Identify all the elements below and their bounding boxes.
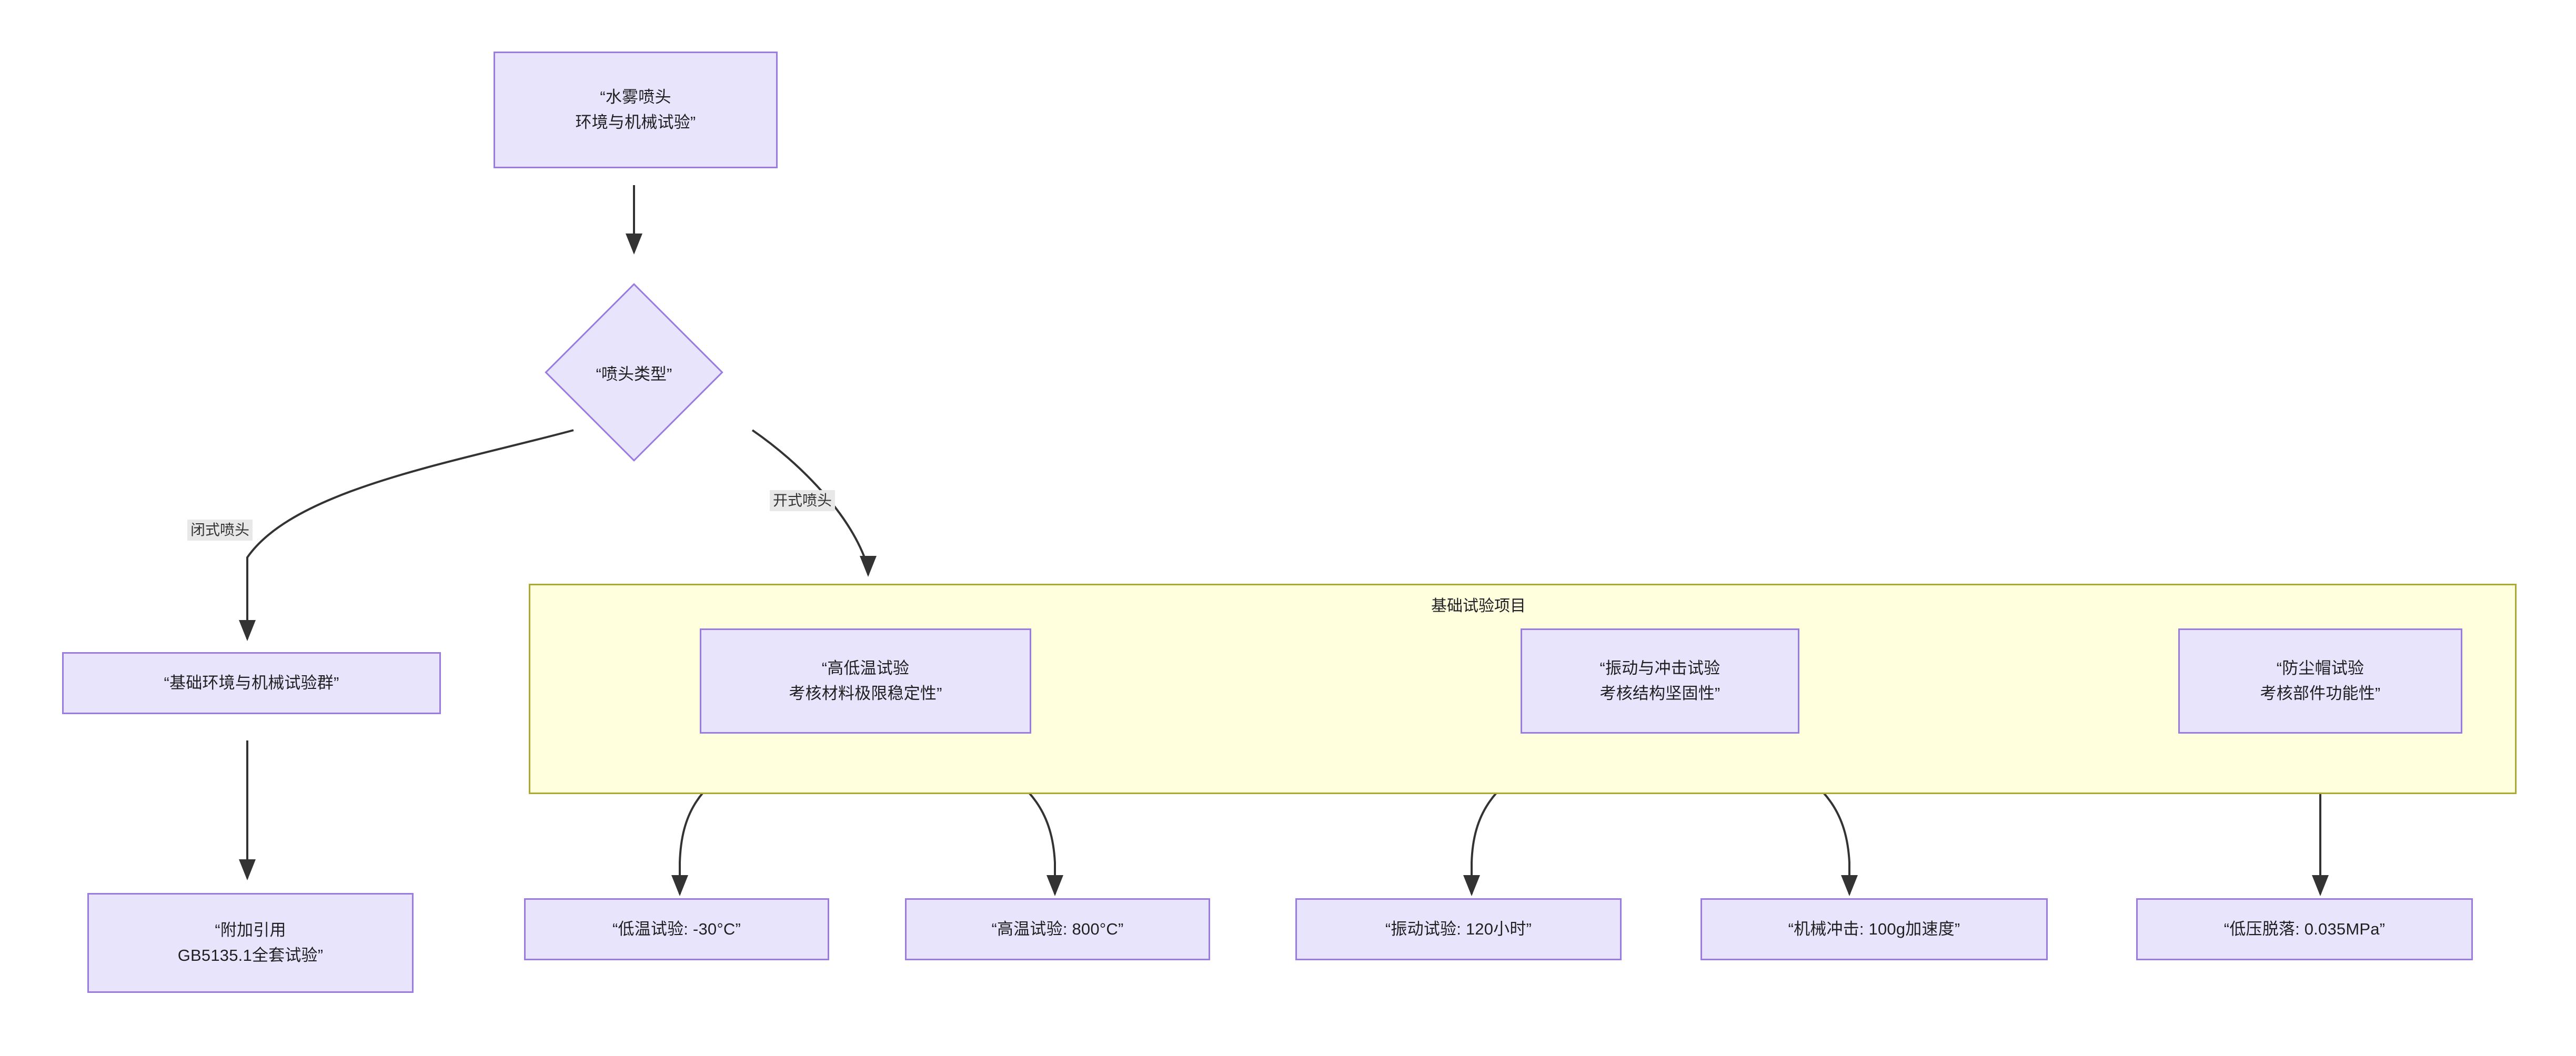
node-low-temp-result[interactable]: “低温试验: -30°C” [524,898,829,960]
node-temp-test[interactable]: “高低温试验 考核材料极限稳定性” [700,628,1031,734]
node-vibration-result-label: “振动试验: 120小时” [1385,919,1532,938]
node-closed-ref-label: “附加引用 GB5135.1全套试验” [177,920,324,964]
node-closed-ref[interactable]: “附加引用 GB5135.1全套试验” [87,893,414,993]
node-low-pressure-result-label: “低压脱落: 0.035MPa” [2223,919,2386,938]
node-low-pressure-result[interactable]: “低压脱落: 0.035MPa” [2136,898,2473,960]
node-closed-group[interactable]: “基础环境与机械试验群” [62,652,441,714]
node-root[interactable]: “水雾喷头 环境与机械试验” [494,52,778,168]
node-mechanical-shock-result[interactable]: “机械冲击: 100g加速度” [1700,898,2048,960]
node-nozzle-type-decision[interactable]: “喷头类型” [545,283,723,462]
node-temp-test-label: “高低温试验 考核材料极限稳定性” [789,658,942,703]
node-vibration-shock-test-label: “振动与冲击试验 考核结构坚固性” [1599,658,1720,703]
node-vibration-shock-test[interactable]: “振动与冲击试验 考核结构坚固性” [1521,628,1799,734]
node-dustcap-test[interactable]: “防尘帽试验 考核部件功能性” [2178,628,2462,734]
edge-label-open-nozzle: 开式喷头 [770,490,836,512]
node-high-temp-result[interactable]: “高温试验: 800°C” [905,898,1210,960]
node-high-temp-result-label: “高温试验: 800°C” [991,919,1124,938]
node-dustcap-test-label: “防尘帽试验 考核部件功能性” [2260,658,2381,703]
cluster-title: 基础试验项目 [1431,597,1526,615]
node-root-label: “水雾喷头 环境与机械试验” [575,87,696,131]
node-mechanical-shock-result-label: “机械冲击: 100g加速度” [1788,919,1960,938]
node-nozzle-type-label: “喷头类型” [596,364,672,383]
node-low-temp-result-label: “低温试验: -30°C” [612,919,741,938]
edge-label-closed-nozzle: 闭式喷头 [187,520,253,541]
node-closed-group-label: “基础环境与机械试验群” [164,673,339,692]
edge-decision-to-closed-group [239,429,574,641]
node-vibration-result[interactable]: “振动试验: 120小时” [1295,898,1622,960]
